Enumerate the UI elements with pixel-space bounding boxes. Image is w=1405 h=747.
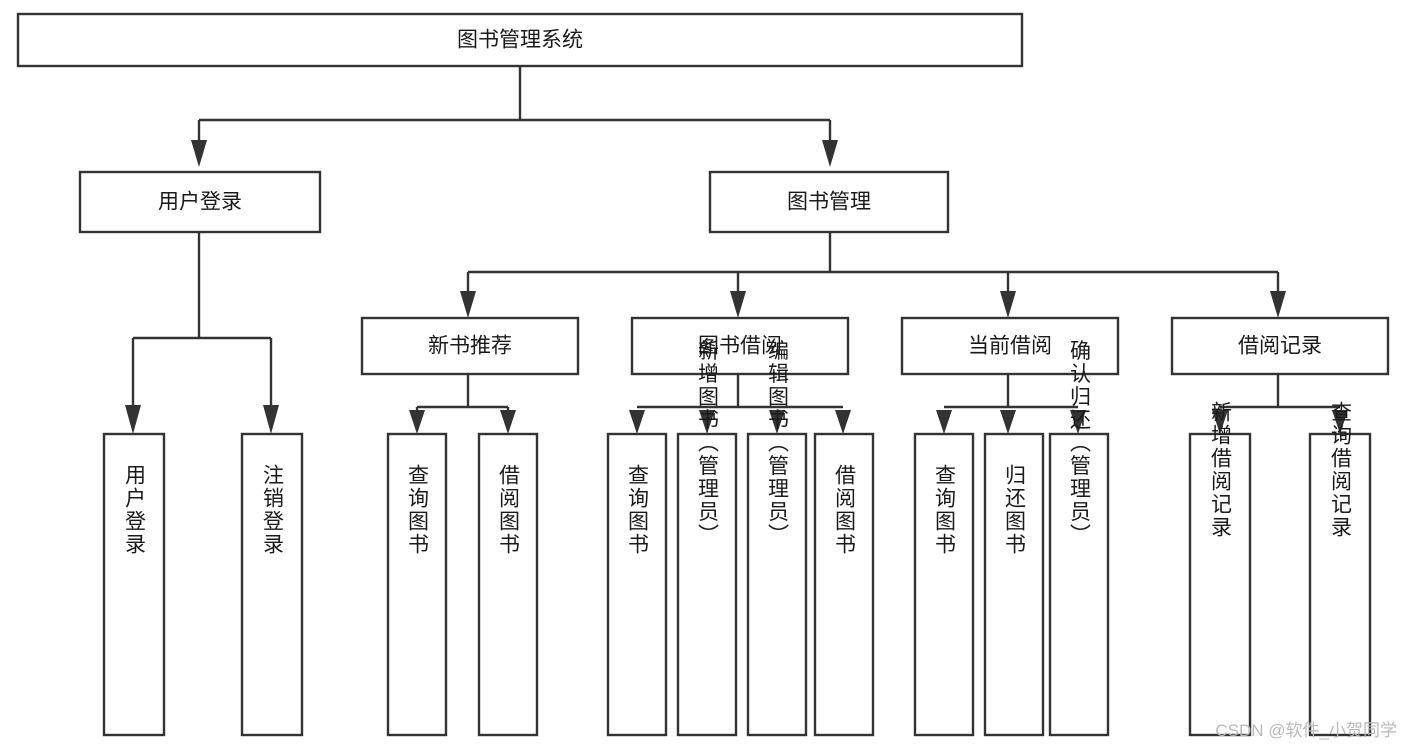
node-leaf-add-book-admin-box[interactable]: [676, 432, 738, 737]
node-root-label: 图书管理系统: [457, 29, 583, 52]
arrow-newbook-to-leaf4: [500, 410, 516, 434]
csdn-watermark: CSDN @软件_小贺同学: [1215, 721, 1397, 740]
node-leaf-add-book-admin-label: 新增图书（管理员）: [696, 340, 720, 547]
node-leaf-user-login-label: 用户登录: [123, 464, 147, 556]
edges-login-to-leaves: [125, 232, 279, 434]
node-leaf-borrow-book-1-box[interactable]: [477, 432, 539, 737]
node-leaf-logout[interactable]: 注销登录: [240, 432, 304, 737]
edges-current-to-leaves: [936, 374, 1086, 434]
node-leaf-add-borrow-record[interactable]: 新增借阅记录: [1188, 401, 1252, 737]
edges-newbook-to-leaves: [409, 374, 516, 434]
node-leaf-query-book-2[interactable]: 查询图书: [606, 432, 668, 737]
node-borrow-record-box[interactable]: [1170, 316, 1390, 376]
node-leaf-query-book-3[interactable]: 查询图书: [913, 432, 975, 737]
node-user-login-label: 用户登录: [158, 191, 242, 214]
node-leaf-user-login-box[interactable]: [102, 432, 166, 737]
node-root-box[interactable]: [16, 12, 1024, 68]
node-current-borrow[interactable]: 当前借阅: [900, 316, 1120, 376]
arrow-record-to-leaf13: [1332, 410, 1348, 434]
node-leaf-query-borrow-record-label: 查询借阅记录: [1329, 401, 1353, 539]
node-book-borrow[interactable]: 图书借阅: [630, 316, 850, 376]
arrow-current-to-leaf9: [936, 410, 952, 434]
node-book-management[interactable]: 图书管理: [708, 170, 950, 234]
node-leaf-confirm-return-admin-box[interactable]: [1048, 432, 1110, 737]
arrow-login-to-leaf1: [125, 405, 141, 434]
arrow-borrow-to-leaf6: [699, 410, 715, 434]
node-leaf-query-book-1[interactable]: 查询图书: [386, 432, 448, 737]
arrow-current-to-leaf11: [1070, 410, 1086, 434]
node-leaf-user-login[interactable]: 用户登录: [102, 432, 166, 737]
node-leaf-query-book-3-box[interactable]: [913, 432, 975, 737]
node-leaf-query-book-1-box[interactable]: [386, 432, 448, 737]
node-leaf-query-book-3-label: 查询图书: [933, 464, 957, 556]
node-leaf-add-borrow-record-box[interactable]: [1188, 432, 1252, 737]
node-leaf-add-borrow-record-label: 新增借阅记录: [1209, 401, 1233, 539]
node-book-management-label: 图书管理: [787, 191, 871, 214]
node-leaf-edit-book-admin-box[interactable]: [746, 432, 808, 737]
arrow-login-to-leaf2: [263, 405, 279, 434]
node-leaf-borrow-book-1[interactable]: 借阅图书: [477, 432, 539, 737]
edges-record-to-leaves: [1212, 374, 1348, 434]
node-leaf-borrow-book-2-box[interactable]: [813, 432, 875, 737]
node-leaf-logout-box[interactable]: [240, 432, 304, 737]
node-leaf-query-book-2-label: 查询图书: [626, 464, 650, 556]
arrow-borrow-to-leaf7: [769, 410, 785, 434]
node-leaf-query-book-2-box[interactable]: [606, 432, 668, 737]
arrow-current-to-leaf10: [1000, 410, 1016, 434]
arrow-root-to-login: [191, 140, 207, 167]
arrow-bookmgmt-to-current: [1000, 291, 1016, 318]
node-current-borrow-label: 当前借阅: [968, 335, 1052, 358]
node-book-borrow-label: 图书借阅: [698, 335, 782, 358]
node-leaf-edit-book-admin-label: 编辑图书（管理员）: [766, 340, 790, 547]
node-leaf-add-book-admin[interactable]: 新增图书（管理员）: [676, 340, 738, 737]
node-leaf-borrow-book-2-label: 借阅图书: [833, 464, 857, 556]
node-leaf-edit-book-admin[interactable]: 编辑图书（管理员）: [746, 340, 808, 737]
node-new-book-recommend-label: 新书推荐: [428, 335, 512, 358]
arrow-borrow-to-leaf5: [629, 410, 645, 434]
arrow-record-to-leaf12: [1212, 410, 1228, 434]
node-user-login-box[interactable]: [78, 170, 322, 234]
node-leaf-query-book-1-label: 查询图书: [406, 464, 430, 556]
node-leaf-borrow-book-2[interactable]: 借阅图书: [813, 432, 875, 737]
node-root[interactable]: 图书管理系统: [16, 12, 1024, 68]
arrow-bookmgmt-to-newbook: [460, 291, 476, 318]
arrow-bookmgmt-to-record: [1270, 291, 1286, 318]
edges-bookmgmt-to-level3: [460, 232, 1286, 318]
arrow-newbook-to-leaf3: [409, 410, 425, 434]
edges-borrow-to-leaves: [629, 374, 851, 434]
node-book-management-box[interactable]: [708, 170, 950, 234]
node-leaf-query-borrow-record-box[interactable]: [1308, 432, 1372, 737]
node-leaf-confirm-return-admin[interactable]: 确认归还（管理员）: [1048, 340, 1110, 737]
node-leaf-return-book-box[interactable]: [983, 432, 1045, 737]
node-borrow-record-label: 借阅记录: [1238, 335, 1322, 358]
node-leaf-logout-label: 注销登录: [261, 464, 285, 556]
arrow-bookmgmt-to-borrow: [730, 291, 746, 318]
node-new-book-recommend-box[interactable]: [360, 316, 580, 376]
node-borrow-record[interactable]: 借阅记录: [1170, 316, 1390, 376]
arrow-root-to-bookmgmt: [822, 140, 838, 167]
node-current-borrow-box[interactable]: [900, 316, 1120, 376]
node-leaf-return-book[interactable]: 归还图书: [983, 432, 1045, 737]
node-user-login[interactable]: 用户登录: [78, 170, 322, 234]
node-leaf-return-book-label: 归还图书: [1003, 464, 1027, 556]
node-new-book-recommend[interactable]: 新书推荐: [360, 316, 580, 376]
node-leaf-query-borrow-record[interactable]: 查询借阅记录: [1308, 401, 1372, 737]
arrow-borrow-to-leaf8: [835, 410, 851, 434]
node-leaf-confirm-return-admin-label: 确认归还（管理员）: [1068, 340, 1092, 547]
node-book-borrow-box[interactable]: [630, 316, 850, 376]
edges-root-to-level2: [191, 66, 838, 167]
node-leaf-borrow-book-1-label: 借阅图书: [497, 464, 521, 556]
